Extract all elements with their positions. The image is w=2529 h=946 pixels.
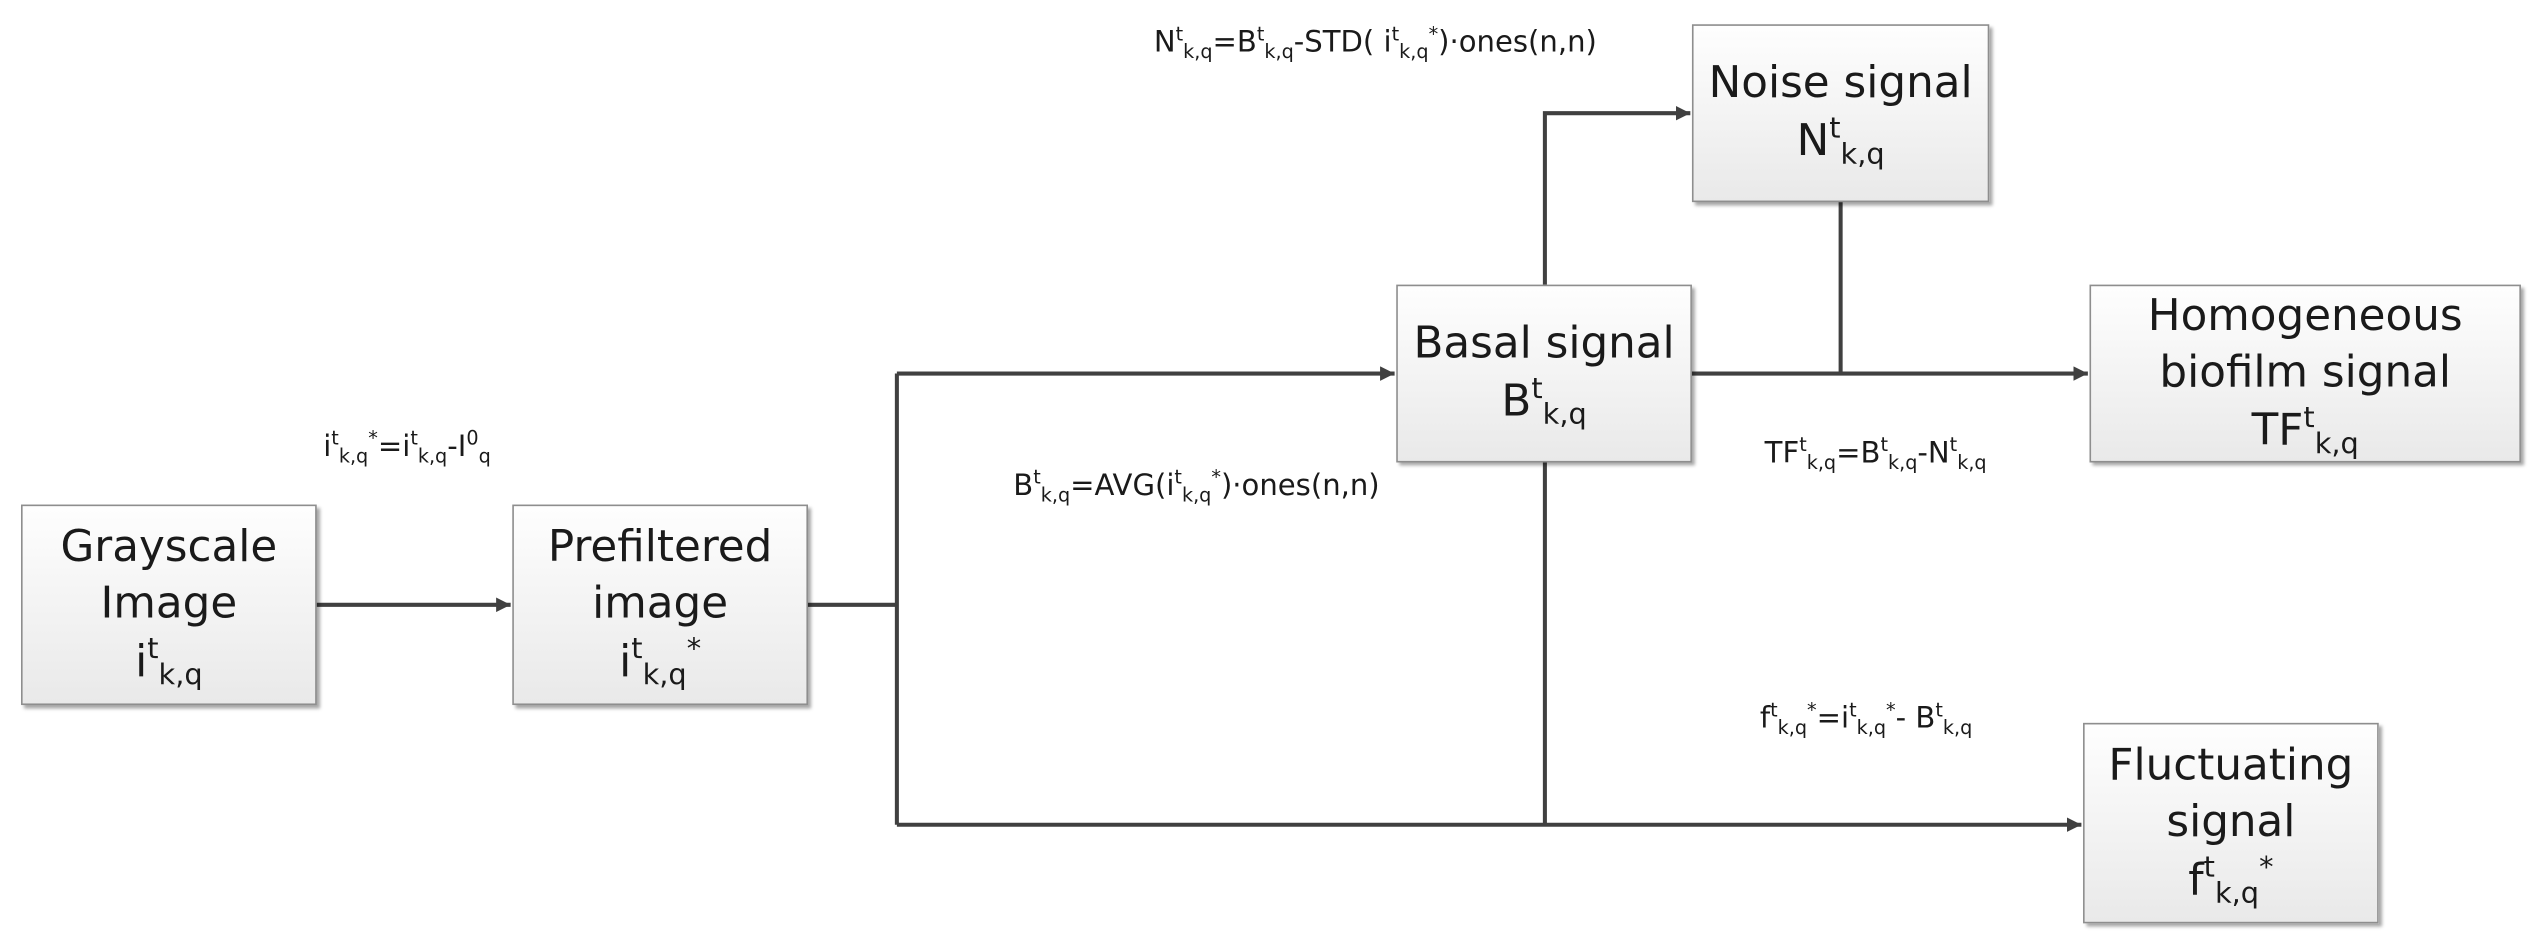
- fluctuating-label-line-2: signal: [2166, 797, 2296, 848]
- prefiltered-image-node: Prefiltered image itk,q*: [512, 504, 808, 706]
- noise-equation: Ntk,q=Btk,q-STD( itk,q*)·ones(n,n): [1153, 22, 1597, 63]
- basal-label: Basal signal: [1413, 319, 1675, 370]
- homogeneous-equation: TFtk,q=Btk,q-Ntk,q: [1764, 433, 1987, 474]
- grayscale-image-node: Grayscale Image itk,q: [21, 504, 317, 706]
- basal-symbol: Btk,q: [1501, 371, 1587, 432]
- basal-signal-node: Basal signal Btk,q: [1396, 284, 1692, 463]
- homogeneous-biofilm-signal-node: Homogeneous biofilm signal TFtk,q: [2089, 284, 2521, 463]
- fluctuating-label-line-1: Fluctuating: [2108, 739, 2354, 791]
- fluctuating-equation: ftk,q*=itk,q*- Btk,q: [1759, 698, 1973, 739]
- prefiltered-symbol: itk,q*: [619, 631, 702, 692]
- prefilter-equation: itk,q*=itk,q-I0q: [323, 426, 491, 467]
- arrow-basal-to-noise: [1542, 105, 1691, 285]
- homogeneous-symbol: TFtk,q: [2251, 400, 2359, 461]
- noise-label: Noise signal: [1708, 58, 1973, 109]
- grayscale-label-line-2: Image: [100, 579, 238, 630]
- homogeneous-label-line-1: Homogeneous: [2147, 290, 2463, 341]
- homogeneous-label-line-2: biofilm signal: [2159, 347, 2451, 399]
- prefiltered-label-line-2: image: [592, 579, 729, 630]
- basal-equation: Btk,q=AVG(itk,q*)·ones(n,n): [1013, 465, 1380, 506]
- grayscale-label-line-1: Grayscale: [60, 521, 278, 572]
- noise-symbol: Ntk,q: [1796, 111, 1885, 172]
- fluctuating-signal-node: Fluctuating signal ftk,q*: [2083, 722, 2379, 924]
- grayscale-symbol: itk,q: [135, 631, 203, 692]
- fluctuating-symbol: ftk,q*: [2188, 850, 2274, 911]
- noise-signal-node: Noise signal Ntk,q: [1691, 24, 1990, 203]
- prefiltered-label-line-1: Prefiltered: [547, 521, 773, 572]
